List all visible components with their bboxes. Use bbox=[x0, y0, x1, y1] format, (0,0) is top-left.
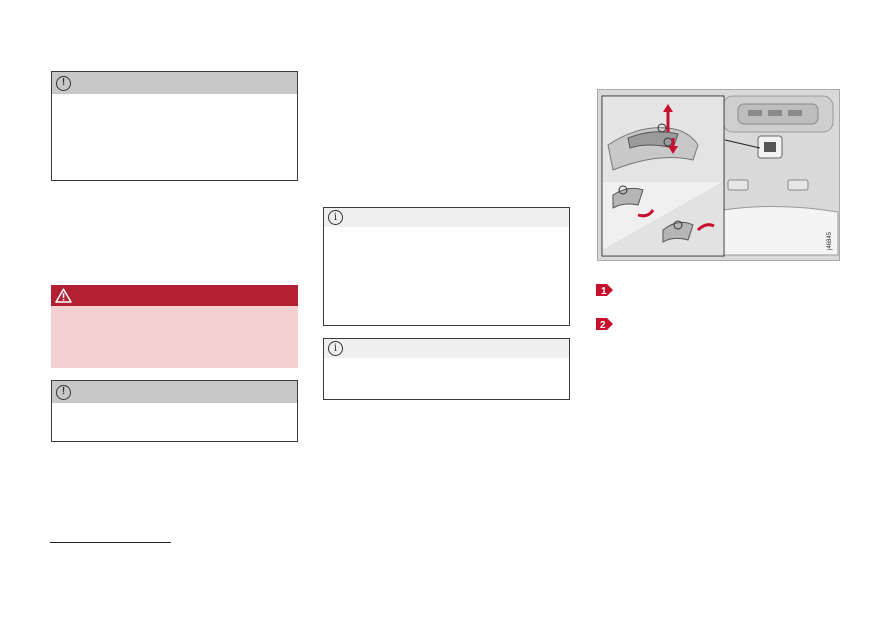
exclamation-icon: ! bbox=[56, 384, 71, 400]
important-box-header: ! bbox=[52, 381, 297, 403]
note-box-2: i bbox=[323, 338, 570, 400]
svg-text:1: 1 bbox=[601, 286, 607, 296]
lever-adjustment-illustration: j46845 bbox=[597, 89, 840, 261]
info-icon: i bbox=[328, 210, 343, 225]
footnote-separator bbox=[50, 542, 171, 543]
warning-box bbox=[51, 285, 298, 368]
svg-text:2: 2 bbox=[600, 320, 606, 330]
step-marker-2: 2 bbox=[596, 318, 613, 330]
warning-triangle-icon bbox=[55, 288, 72, 303]
warning-box-header bbox=[51, 285, 298, 306]
warning-box-body bbox=[51, 306, 298, 368]
figure-code: j46845 bbox=[827, 231, 833, 251]
step-marker-1: 1 bbox=[596, 284, 613, 296]
important-box-2: ! bbox=[51, 380, 298, 442]
note-box-header: i bbox=[324, 339, 569, 358]
info-icon: i bbox=[328, 341, 343, 356]
important-box-header: ! bbox=[52, 72, 297, 94]
exclamation-icon: ! bbox=[56, 75, 71, 91]
important-box-1: ! bbox=[51, 71, 298, 181]
note-box-1: i bbox=[323, 207, 570, 326]
note-box-header: i bbox=[324, 208, 569, 227]
figure-drawing: j46845 bbox=[598, 90, 839, 260]
